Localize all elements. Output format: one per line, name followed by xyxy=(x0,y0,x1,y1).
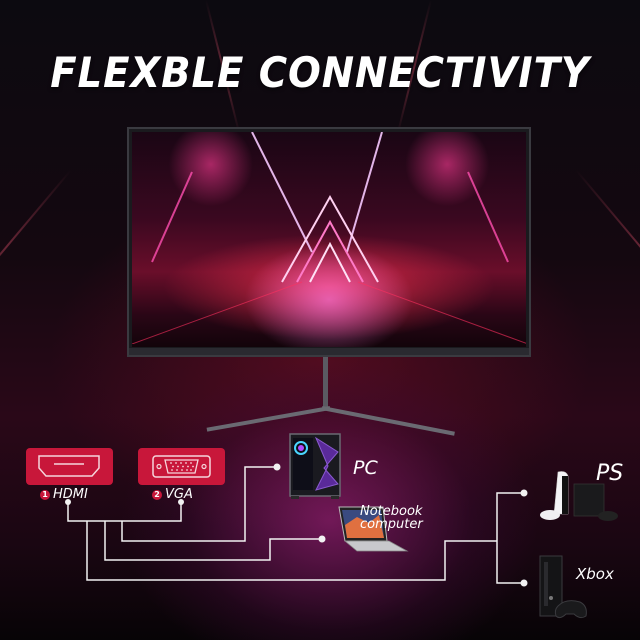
hdmi-port-icon xyxy=(38,455,100,477)
hdmi-port-card xyxy=(26,448,113,485)
page-title: FLEXBLE CONNECTIVITY xyxy=(50,48,590,97)
port-number-badge: 2 xyxy=(152,489,162,500)
vga-label: 2 VGA xyxy=(152,487,193,502)
monitor xyxy=(127,127,531,357)
xbox-label: Xbox xyxy=(576,565,614,583)
vga-port-icon xyxy=(152,455,211,478)
laptop-icon xyxy=(338,506,409,552)
monitor-stand-neck xyxy=(323,357,328,409)
monitor-bezel-bottom xyxy=(129,348,529,355)
ps-label: PS xyxy=(596,461,624,486)
desktop-pc-icon xyxy=(289,433,341,499)
playstation-console-icon xyxy=(540,471,618,521)
xbox-console-icon xyxy=(539,555,587,619)
pc-label: PC xyxy=(353,457,378,479)
monitor-screen xyxy=(132,132,526,347)
screen-artwork xyxy=(132,132,526,344)
vga-port-card xyxy=(138,448,225,485)
notebook-label: Notebook computer xyxy=(360,504,423,532)
hdmi-label: 1 HDMI xyxy=(40,487,88,502)
port-number-badge: 1 xyxy=(40,489,50,500)
